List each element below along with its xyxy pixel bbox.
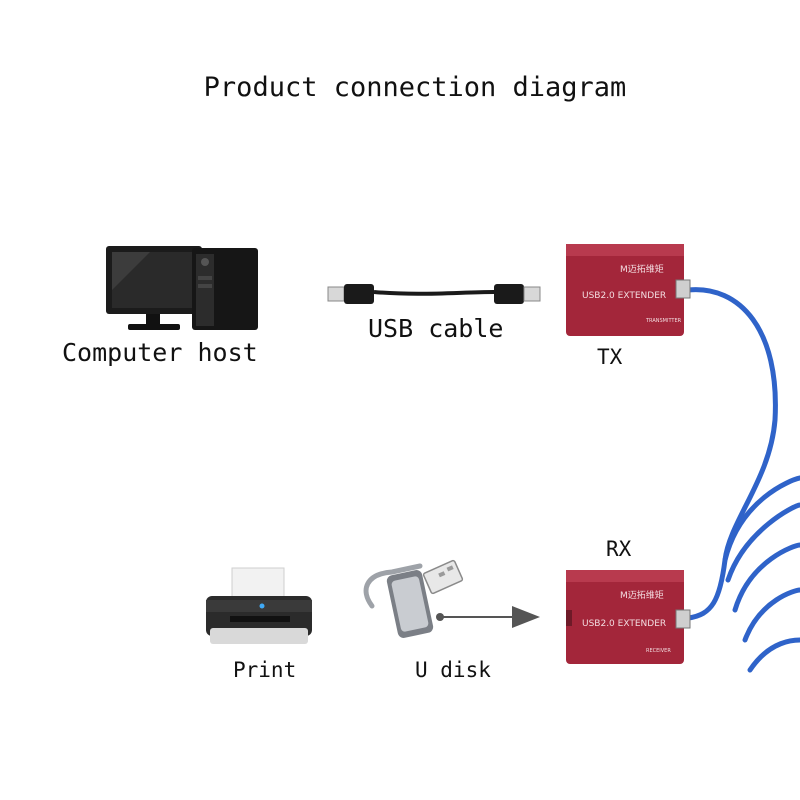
computer-host-label: Computer host bbox=[62, 338, 258, 367]
diagram-title: Product connection diagram bbox=[203, 72, 627, 103]
printer-label: Print bbox=[233, 658, 297, 682]
tx-device: M迈拓维矩 USB2.0 EXTENDER TRANSMITTER bbox=[566, 244, 691, 336]
rx-device-text: USB2.0 EXTENDER bbox=[582, 619, 666, 629]
usb-cable-icon bbox=[327, 284, 541, 304]
tx-device-text: USB2.0 EXTENDER bbox=[582, 291, 666, 301]
udisk-to-rx-arrow bbox=[436, 606, 540, 628]
rx-sub-text: RECEIVER bbox=[646, 648, 671, 654]
computer-host-icon bbox=[106, 246, 258, 330]
tx-label: TX bbox=[597, 345, 623, 369]
udisk-label: U disk bbox=[415, 658, 491, 682]
printer-icon bbox=[206, 567, 312, 644]
tx-logo: M迈拓维矩 bbox=[620, 263, 664, 275]
rx-label: RX bbox=[606, 537, 632, 561]
u-disk-icon bbox=[363, 559, 464, 638]
tx-sub-text: TRANSMITTER bbox=[645, 318, 682, 324]
usb-cable-label: USB cable bbox=[368, 314, 504, 343]
rx-device: M迈拓维矩 USB2.0 EXTENDER RECEIVER bbox=[566, 570, 691, 664]
rx-logo: M迈拓维矩 bbox=[620, 589, 664, 601]
network-cable bbox=[685, 287, 800, 673]
